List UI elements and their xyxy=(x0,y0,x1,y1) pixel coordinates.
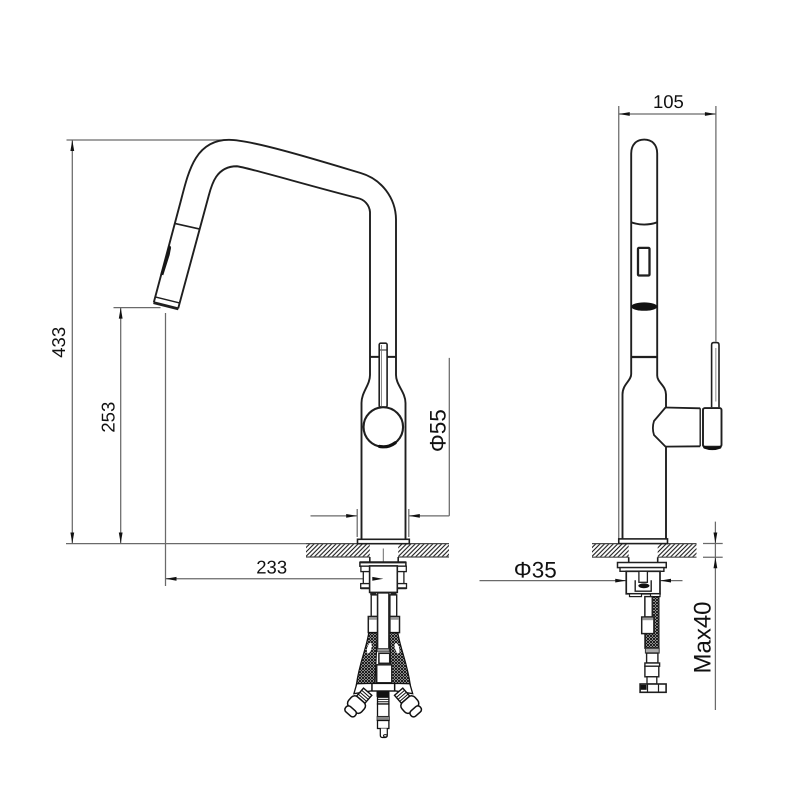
svg-text:Φ35: Φ35 xyxy=(514,558,557,583)
svg-text:105: 105 xyxy=(653,91,684,112)
svg-text:253: 253 xyxy=(97,402,118,433)
svg-text:233: 233 xyxy=(256,556,287,577)
svg-text:Max40: Max40 xyxy=(690,601,717,673)
svg-text:Φ55: Φ55 xyxy=(425,409,450,452)
svg-text:433: 433 xyxy=(48,327,69,358)
